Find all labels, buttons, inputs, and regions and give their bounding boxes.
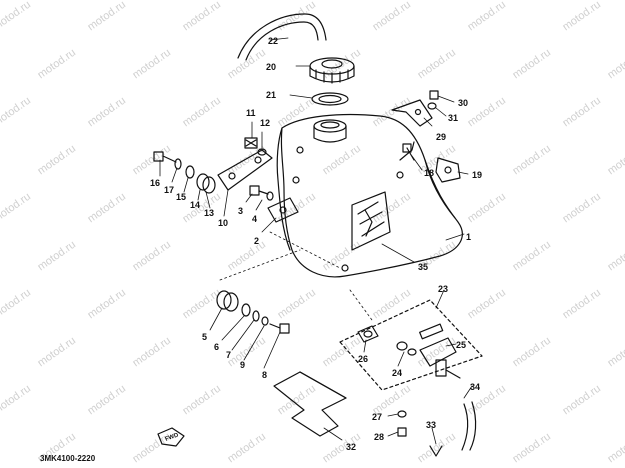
part-label-34: 34 [470, 382, 480, 392]
stay-2 [267, 197, 299, 223]
clip-33 [429, 445, 443, 457]
cap-gasket [311, 92, 349, 106]
fwd-label: FWD [164, 432, 180, 443]
washer-4 [266, 191, 274, 201]
part-label-28: 28 [374, 432, 384, 442]
part-label-17: 17 [164, 185, 174, 195]
collar-15 [185, 165, 195, 179]
part-label-3: 3 [238, 206, 243, 216]
fuel-pipe [461, 403, 469, 451]
part-label-30: 30 [458, 98, 468, 108]
part-label-15: 15 [176, 192, 186, 202]
collar-6 [241, 303, 251, 317]
fwd-arrow-icon [157, 427, 185, 447]
bolt-8 [269, 323, 290, 334]
damper-5 [216, 290, 239, 312]
screw-28 [397, 427, 407, 437]
part-label-16: 16 [150, 178, 160, 188]
breather-hose-inner [245, 21, 319, 61]
part-label-35: 35 [418, 262, 428, 272]
part-label-21: 21 [266, 90, 276, 100]
part-label-8: 8 [262, 370, 267, 380]
washer-12 [257, 148, 267, 156]
part-label-26: 26 [358, 354, 368, 364]
oring-24 [396, 341, 417, 356]
part-label-10: 10 [218, 218, 228, 228]
washer-17 [174, 158, 182, 170]
part-label-9: 9 [240, 360, 245, 370]
washer-7 [252, 310, 260, 322]
diagram-code: 3MK4100-2220 [40, 454, 96, 463]
bolt-30 [429, 90, 439, 100]
washer-31 [427, 102, 437, 110]
part-label-18: 18 [424, 168, 434, 178]
part-label-13: 13 [204, 208, 214, 218]
plate-19 [435, 157, 461, 183]
part-label-5: 5 [202, 332, 207, 342]
strainer-26 [357, 325, 379, 343]
part-label-14: 14 [190, 200, 200, 210]
part-label-1: 1 [466, 232, 471, 242]
washer-27 [397, 410, 407, 418]
part-label-23: 23 [438, 284, 448, 294]
part-label-24: 24 [392, 368, 402, 378]
part-label-31: 31 [448, 113, 458, 123]
mount-bracket [217, 149, 273, 191]
part-label-12: 12 [260, 118, 270, 128]
part-label-32: 32 [346, 442, 356, 452]
fuel-cap [309, 57, 355, 84]
bolt-18 [402, 143, 415, 161]
part-label-27: 27 [372, 412, 382, 422]
washer-9 [261, 316, 269, 326]
part-label-20: 20 [266, 62, 276, 72]
part-label-11: 11 [246, 108, 256, 118]
fuel-tank [276, 113, 463, 278]
part-label-6: 6 [214, 342, 219, 352]
bolt-3 [249, 185, 269, 196]
tank-cover [273, 371, 347, 437]
fuel-cock-outline [339, 299, 483, 391]
bolt-11 [244, 137, 258, 149]
fuel-pipe-inner [469, 401, 477, 451]
part-label-19: 19 [472, 170, 482, 180]
breather-hose [237, 13, 327, 59]
part-label-22: 22 [268, 36, 278, 46]
part-label-7: 7 [226, 350, 231, 360]
fuel-cock-25 [419, 323, 461, 379]
bracket-29 [391, 99, 433, 127]
part-label-29: 29 [436, 132, 446, 142]
bolt-16 [153, 151, 177, 163]
part-label-33: 33 [426, 420, 436, 430]
part-label-25: 25 [456, 340, 466, 350]
damper-14 [196, 173, 216, 194]
leader-lines [159, 37, 473, 445]
part-label-4: 4 [252, 214, 257, 224]
part-label-2: 2 [254, 236, 259, 246]
